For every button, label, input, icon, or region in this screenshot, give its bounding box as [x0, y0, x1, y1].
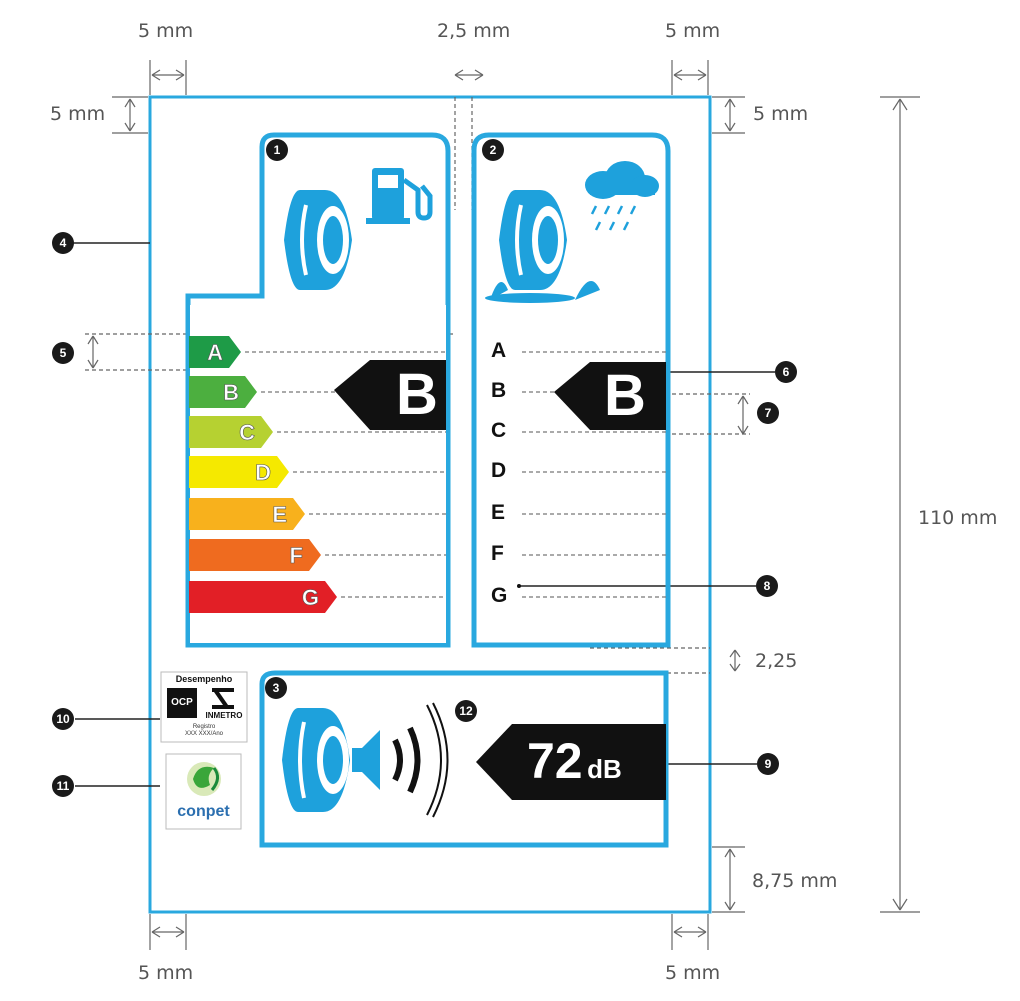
fuel-class-letter: E: [272, 502, 287, 527]
wet-class-letter-f: F: [491, 542, 504, 565]
conpet-label: conpet: [177, 803, 230, 820]
callout-9: 9: [757, 753, 779, 775]
noise-panel-outline: [259, 670, 669, 848]
callout-6: 6: [775, 361, 797, 383]
fuel-class-arrow-f: [189, 539, 321, 571]
label-frame: [148, 95, 712, 914]
cert-ocp: OCP: [171, 697, 193, 708]
tyre-fuel-icon: [284, 190, 352, 290]
fuel-class-letter: G: [302, 585, 319, 610]
fuel-class-letter: C: [239, 420, 255, 445]
cert-registro-code: XXX XXX/Ano: [184, 731, 224, 737]
wet-class-letter-c: C: [491, 419, 507, 442]
dim-top-center: 2,5 mm: [437, 20, 511, 42]
fuel-class-letter: F: [290, 543, 303, 568]
dim-bottom-right: 5 mm: [665, 962, 721, 984]
panel-number-fuel: 1: [266, 139, 288, 161]
fuel-class-letter: D: [255, 460, 271, 485]
wet-class-letter-d: D: [491, 459, 507, 482]
callout-8: 8: [756, 575, 778, 597]
fuel-pump-icon: [366, 168, 433, 224]
tyre-wet-icon: [485, 190, 600, 303]
fuel-class-arrow-d: [189, 456, 289, 488]
dim-bottom-offset: 8,75 mm: [752, 870, 838, 892]
rain-cloud-icon: [585, 161, 659, 231]
wet-class-letter-g: G: [491, 584, 508, 607]
inmetro-logo-icon: [212, 688, 234, 709]
fuel-class-arrow-a: [189, 336, 241, 368]
noise-value: 72: [527, 733, 583, 789]
speaker-icon: [352, 702, 449, 818]
dim-left-margin: 5 mm: [50, 103, 106, 125]
dim-bottom-left: 5 mm: [138, 962, 194, 984]
callout-leaders: [72, 242, 775, 787]
fuel-class-arrow-g: [189, 581, 337, 613]
fuel-rating-marker: [334, 360, 446, 430]
fuel-class-arrow-e: [189, 498, 305, 530]
conpet-logo-icon: [187, 762, 221, 796]
panel-number-noise: 3: [265, 677, 287, 699]
dim-top-left: 5 mm: [138, 20, 194, 42]
class-guide-lines: [245, 351, 666, 598]
wet-panel-outline: [471, 132, 671, 648]
fuel-class-letter: B: [223, 380, 239, 405]
wet-class-letter-b: B: [491, 379, 507, 402]
fuel-class-arrow-c: [189, 416, 273, 448]
wet-class-letter-e: E: [491, 501, 506, 524]
callout-11: 11: [52, 775, 74, 797]
cert-title: Desempenho: [175, 674, 233, 684]
cert-inmetro: INMETRO: [205, 711, 243, 720]
callout-4: 4: [52, 232, 74, 254]
panel-number-wet: 2: [482, 139, 504, 161]
fuel-panel-outline: [185, 132, 451, 648]
tyre-noise-icon: [282, 708, 350, 812]
dim-top-right: 5 mm: [665, 20, 721, 42]
callout-12: 12: [455, 700, 477, 722]
wet-rating-marker: [554, 362, 666, 430]
dim-right-margin: 5 mm: [753, 103, 809, 125]
noise-unit: dB: [587, 754, 622, 784]
wet-class-letter-a: A: [491, 339, 507, 362]
callout-10: 10: [52, 708, 74, 730]
cert-registro: Registro: [192, 724, 216, 730]
fuel-rating-value: B: [396, 362, 438, 427]
callout-7: 7: [757, 402, 779, 424]
fuel-class-arrow-b: [189, 376, 257, 408]
wet-rating-value: B: [604, 363, 646, 428]
noise-rating: 72 dB: [527, 730, 622, 805]
noise-rating-marker: [476, 724, 666, 800]
fuel-class-letter: A: [207, 340, 223, 365]
callout-5: 5: [52, 342, 74, 364]
dim-height: 110 mm: [918, 507, 998, 529]
dim-gap: 2,25: [755, 650, 798, 672]
